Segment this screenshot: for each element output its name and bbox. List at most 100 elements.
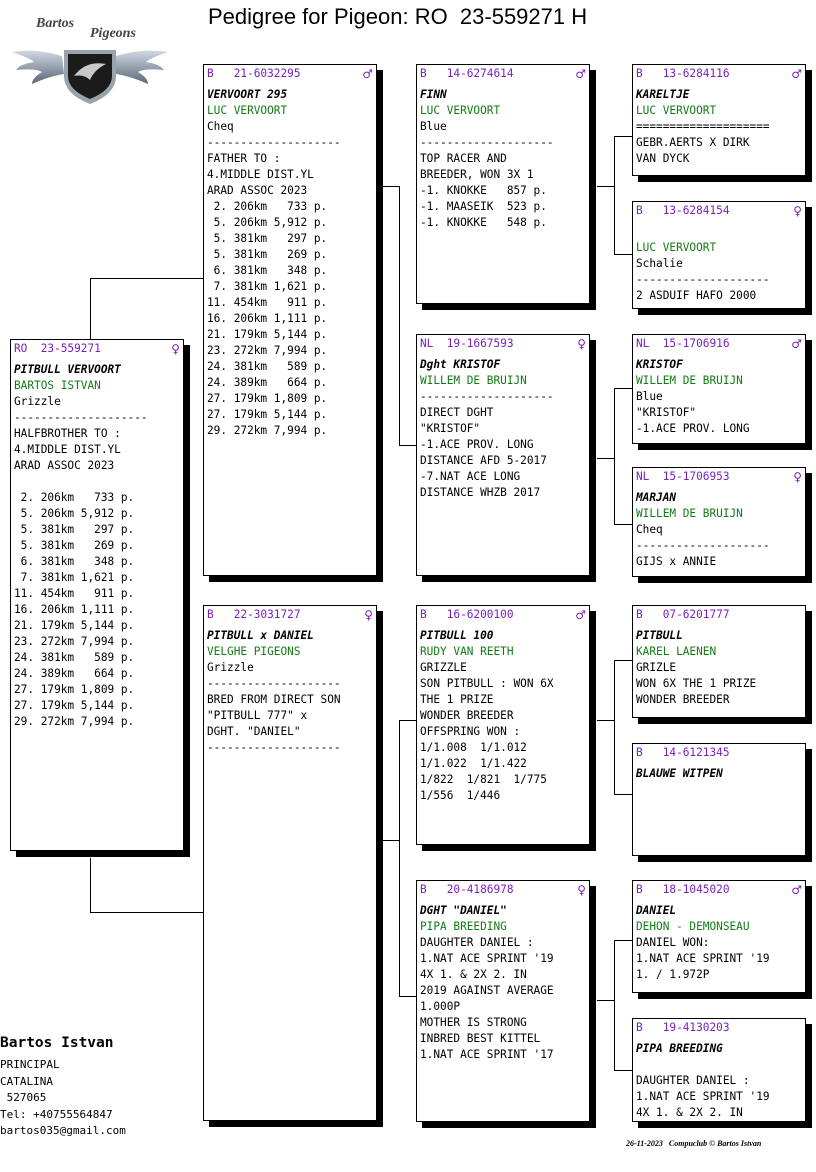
connector-line — [614, 660, 615, 794]
pigeon-name: PITBULL — [636, 629, 683, 642]
connector-line — [614, 136, 632, 137]
connector-line — [399, 996, 416, 997]
card-info-line: 1.NAT ACE SPRINT '19 — [636, 952, 770, 965]
card-info-line: Grizzle — [207, 661, 254, 674]
connector-line — [597, 720, 614, 721]
pigeon-name: VERVOORT 295 — [207, 88, 288, 101]
card-info-line: 6. 381km 348 p. — [14, 555, 135, 568]
card-info-line: FATHER TO : — [207, 152, 281, 165]
card-info-line: -------------------- — [207, 741, 341, 754]
card-info-line: DAUGHTER DANIEL : — [636, 1074, 750, 1087]
card-info-line: -1. KNOKKE 857 p. — [420, 184, 547, 197]
breeder-name: WILLEM DE BRUIJN — [636, 507, 743, 520]
sex-symbol-icon: ♀ — [793, 470, 802, 484]
card-header: B 13-6284116♂ — [636, 66, 802, 82]
pigeon-name: DANIEL — [636, 904, 677, 917]
connector-line — [597, 1000, 614, 1001]
card-info-line: 24. 389km 664 p. — [14, 667, 135, 680]
card-info-line: 16. 206km 1,111 p. — [207, 312, 328, 325]
sex-symbol-icon: ♀ — [577, 883, 586, 897]
breeder-name: WILLEM DE BRUIJN — [420, 374, 527, 387]
pigeon-name: KARELTJE — [636, 88, 690, 101]
ring-number: B 07-6201777 — [636, 608, 730, 621]
card-info-line: 16. 206km 1,111 p. — [14, 603, 135, 616]
card-info-line: GRIZZLE — [420, 661, 467, 674]
card-info-line: 1/556 1/446 — [420, 789, 501, 802]
connector-line — [399, 186, 400, 445]
connector-line — [614, 524, 632, 525]
ring-number: B 18-1045020 — [636, 883, 730, 896]
sex-symbol-icon: ♂ — [362, 67, 373, 81]
connector-line — [90, 912, 204, 913]
ring-number: B 21-6032295 — [207, 67, 301, 80]
card-info-line: 7. 381km 1,621 p. — [207, 280, 328, 293]
pigeon-name: BLAUWE WITPEN — [636, 767, 723, 780]
card-info-line: 5. 206km 5,912 p. — [14, 507, 135, 520]
pedigree-card-sire-sire-sire[interactable]: B 13-6284116♂ KARELTJE LUC VERVOORT =======… — [632, 64, 806, 176]
card-info-line: ==================== — [636, 120, 770, 133]
card-info-line: MOTHER IS STRONG — [420, 1016, 527, 1029]
card-info-line: -------------------- — [420, 136, 554, 149]
card-info-line: Schalie — [636, 257, 683, 270]
sex-symbol-icon: ♂ — [791, 337, 802, 351]
card-info-line: 4.MIDDLE DIST.YL — [14, 443, 121, 456]
card-info-line: 27. 179km 1,809 p. — [14, 683, 135, 696]
breeder-name: RUDY VAN REETH — [420, 645, 514, 658]
ring-number: NL 15-1706916 — [636, 337, 730, 350]
card-info-line: 1.NAT ACE SPRINT '19 — [636, 1090, 770, 1103]
logo-text-bottom: Pigeons — [90, 26, 136, 41]
card-info-line: 1.000P — [420, 1000, 461, 1013]
sex-symbol-icon: ♂ — [575, 608, 586, 622]
card-info-line: 29. 272km 7,994 p. — [207, 424, 328, 437]
sex-symbol-icon: ♂ — [575, 67, 586, 81]
card-info-line: SON PITBULL : WON 6X — [420, 677, 554, 690]
card-info-line: DAUGHTER DANIEL : — [420, 936, 534, 949]
owner-line: PRINCIPAL — [0, 1058, 60, 1071]
card-header: RO 23-559271♀ — [14, 341, 180, 357]
card-info-line: -------------------- — [420, 390, 554, 403]
breeder-name — [636, 1057, 802, 1073]
breeder-name: BARTOS ISTVAN — [14, 379, 101, 392]
connector-line — [614, 136, 615, 254]
card-info-line: "PITBULL 777" x — [207, 709, 308, 722]
owner-email[interactable]: bartos035@gmail.com — [0, 1124, 126, 1137]
pigeon-name: Dght KRISTOF — [420, 358, 501, 371]
ring-number: NL 19-1667593 — [420, 337, 514, 350]
card-info-line: 24. 381km 589 p. — [207, 360, 328, 373]
card-header: B 19-4130203 — [636, 1020, 802, 1036]
pigeon-name: FINN — [420, 88, 447, 101]
connector-line — [383, 840, 399, 841]
pigeon-name: MARJAN — [636, 491, 677, 504]
bartos-pigeons-logo: Bartos Pigeons — [10, 14, 170, 109]
card-header: B 14-6274614♂ — [420, 66, 586, 82]
card-info-line: 2. 206km 733 p. — [207, 200, 328, 213]
card-info-line: DISTANCE WHZB 2017 — [420, 486, 541, 499]
card-info-line: WONDER BREEDER — [636, 693, 730, 706]
card-info-line: 2 ASDUIF HAFO 2000 — [636, 289, 757, 302]
card-header: B 07-6201777 — [636, 607, 802, 623]
card-header: B 20-4186978♀ — [420, 882, 586, 898]
card-info-line: 4.MIDDLE DIST.YL — [207, 168, 314, 181]
card-info-line: DANIEL WON: — [636, 936, 710, 949]
card-header: B 16-6200100♂ — [420, 607, 586, 623]
ring-number: RO 23-559271 — [14, 342, 101, 355]
sex-symbol-icon: ♀ — [364, 608, 373, 622]
breeder-name: LUC VERVOORT — [636, 104, 717, 117]
card-info-line — [14, 474, 180, 490]
card-info-line: -7.NAT ACE LONG — [420, 470, 521, 483]
connector-line — [614, 254, 632, 255]
